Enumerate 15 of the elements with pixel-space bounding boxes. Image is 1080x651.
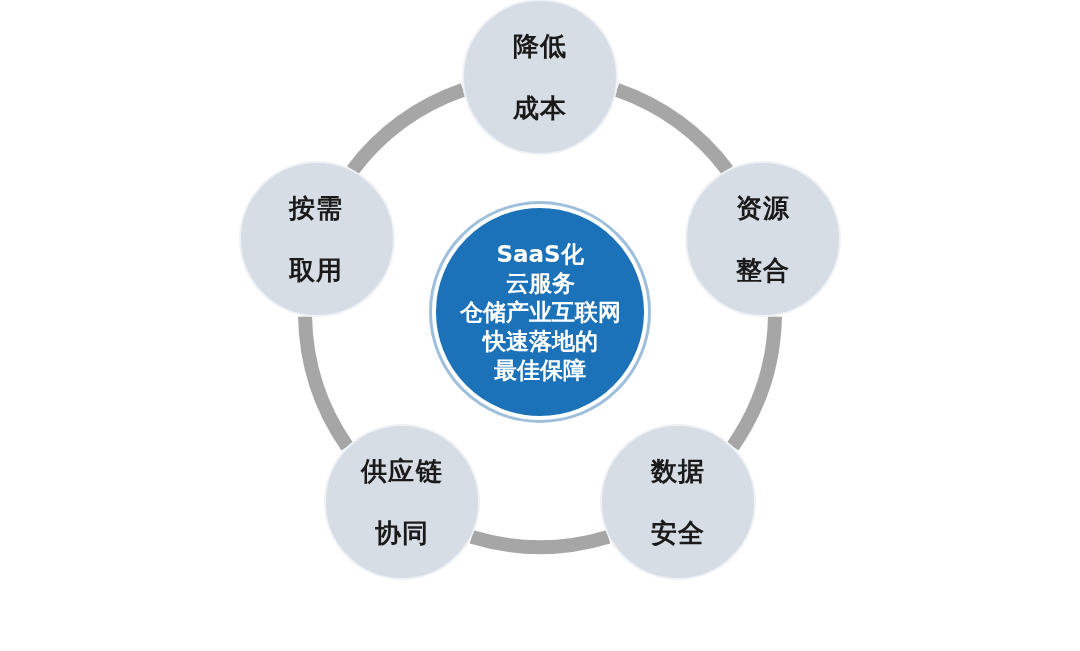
topic-label: 数据安全 <box>650 455 707 551</box>
ring-arc <box>470 530 610 554</box>
center-text: 仓储产业互联网 <box>459 297 621 327</box>
ring-arc <box>298 316 354 451</box>
ring-arc <box>347 83 466 175</box>
topic-label: 降低成本 <box>512 30 568 125</box>
ring-arc <box>614 83 733 175</box>
topic-label: 资源整合 <box>735 192 792 288</box>
topic-label: 按需取用 <box>288 192 345 288</box>
center-text: 最佳保障 <box>494 355 586 385</box>
center-text: SaaS化 <box>496 239 584 269</box>
center-text: 快速落地的 <box>482 326 598 356</box>
ring-arc <box>726 316 782 451</box>
topic-label: 供应链协同 <box>360 455 443 551</box>
center-text: 云服务 <box>505 268 575 298</box>
